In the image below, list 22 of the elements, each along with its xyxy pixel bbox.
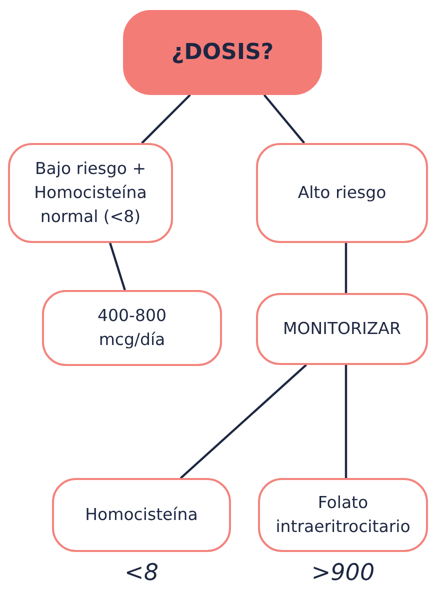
node-text: Alto riesgo (296, 182, 388, 204)
node-text: Bajo riesgo + Homocisteína normal (<8) (33, 158, 148, 228)
connector-line (180, 364, 308, 480)
process-box (8, 143, 173, 243)
title-box (123, 10, 322, 95)
connector-line (344, 242, 348, 293)
node-text: 400-800 mcg/día (96, 305, 168, 351)
process-box (42, 290, 222, 366)
threshold-value: <8 (124, 560, 160, 586)
process-box (256, 143, 428, 243)
node-text: Homocisteína (84, 504, 199, 526)
process-box (258, 478, 428, 552)
threshold-value: >900 (310, 560, 376, 586)
process-box (52, 478, 231, 552)
title-text: ¿DOSIS? (170, 38, 275, 67)
connector-line (263, 94, 306, 144)
connector-line (141, 94, 191, 144)
connector-line (109, 242, 126, 290)
process-box (256, 293, 428, 365)
connector-line (344, 364, 348, 478)
node-text: MONITORIZAR (282, 318, 402, 340)
node-text: Folato intraeritrocitario (274, 492, 412, 538)
